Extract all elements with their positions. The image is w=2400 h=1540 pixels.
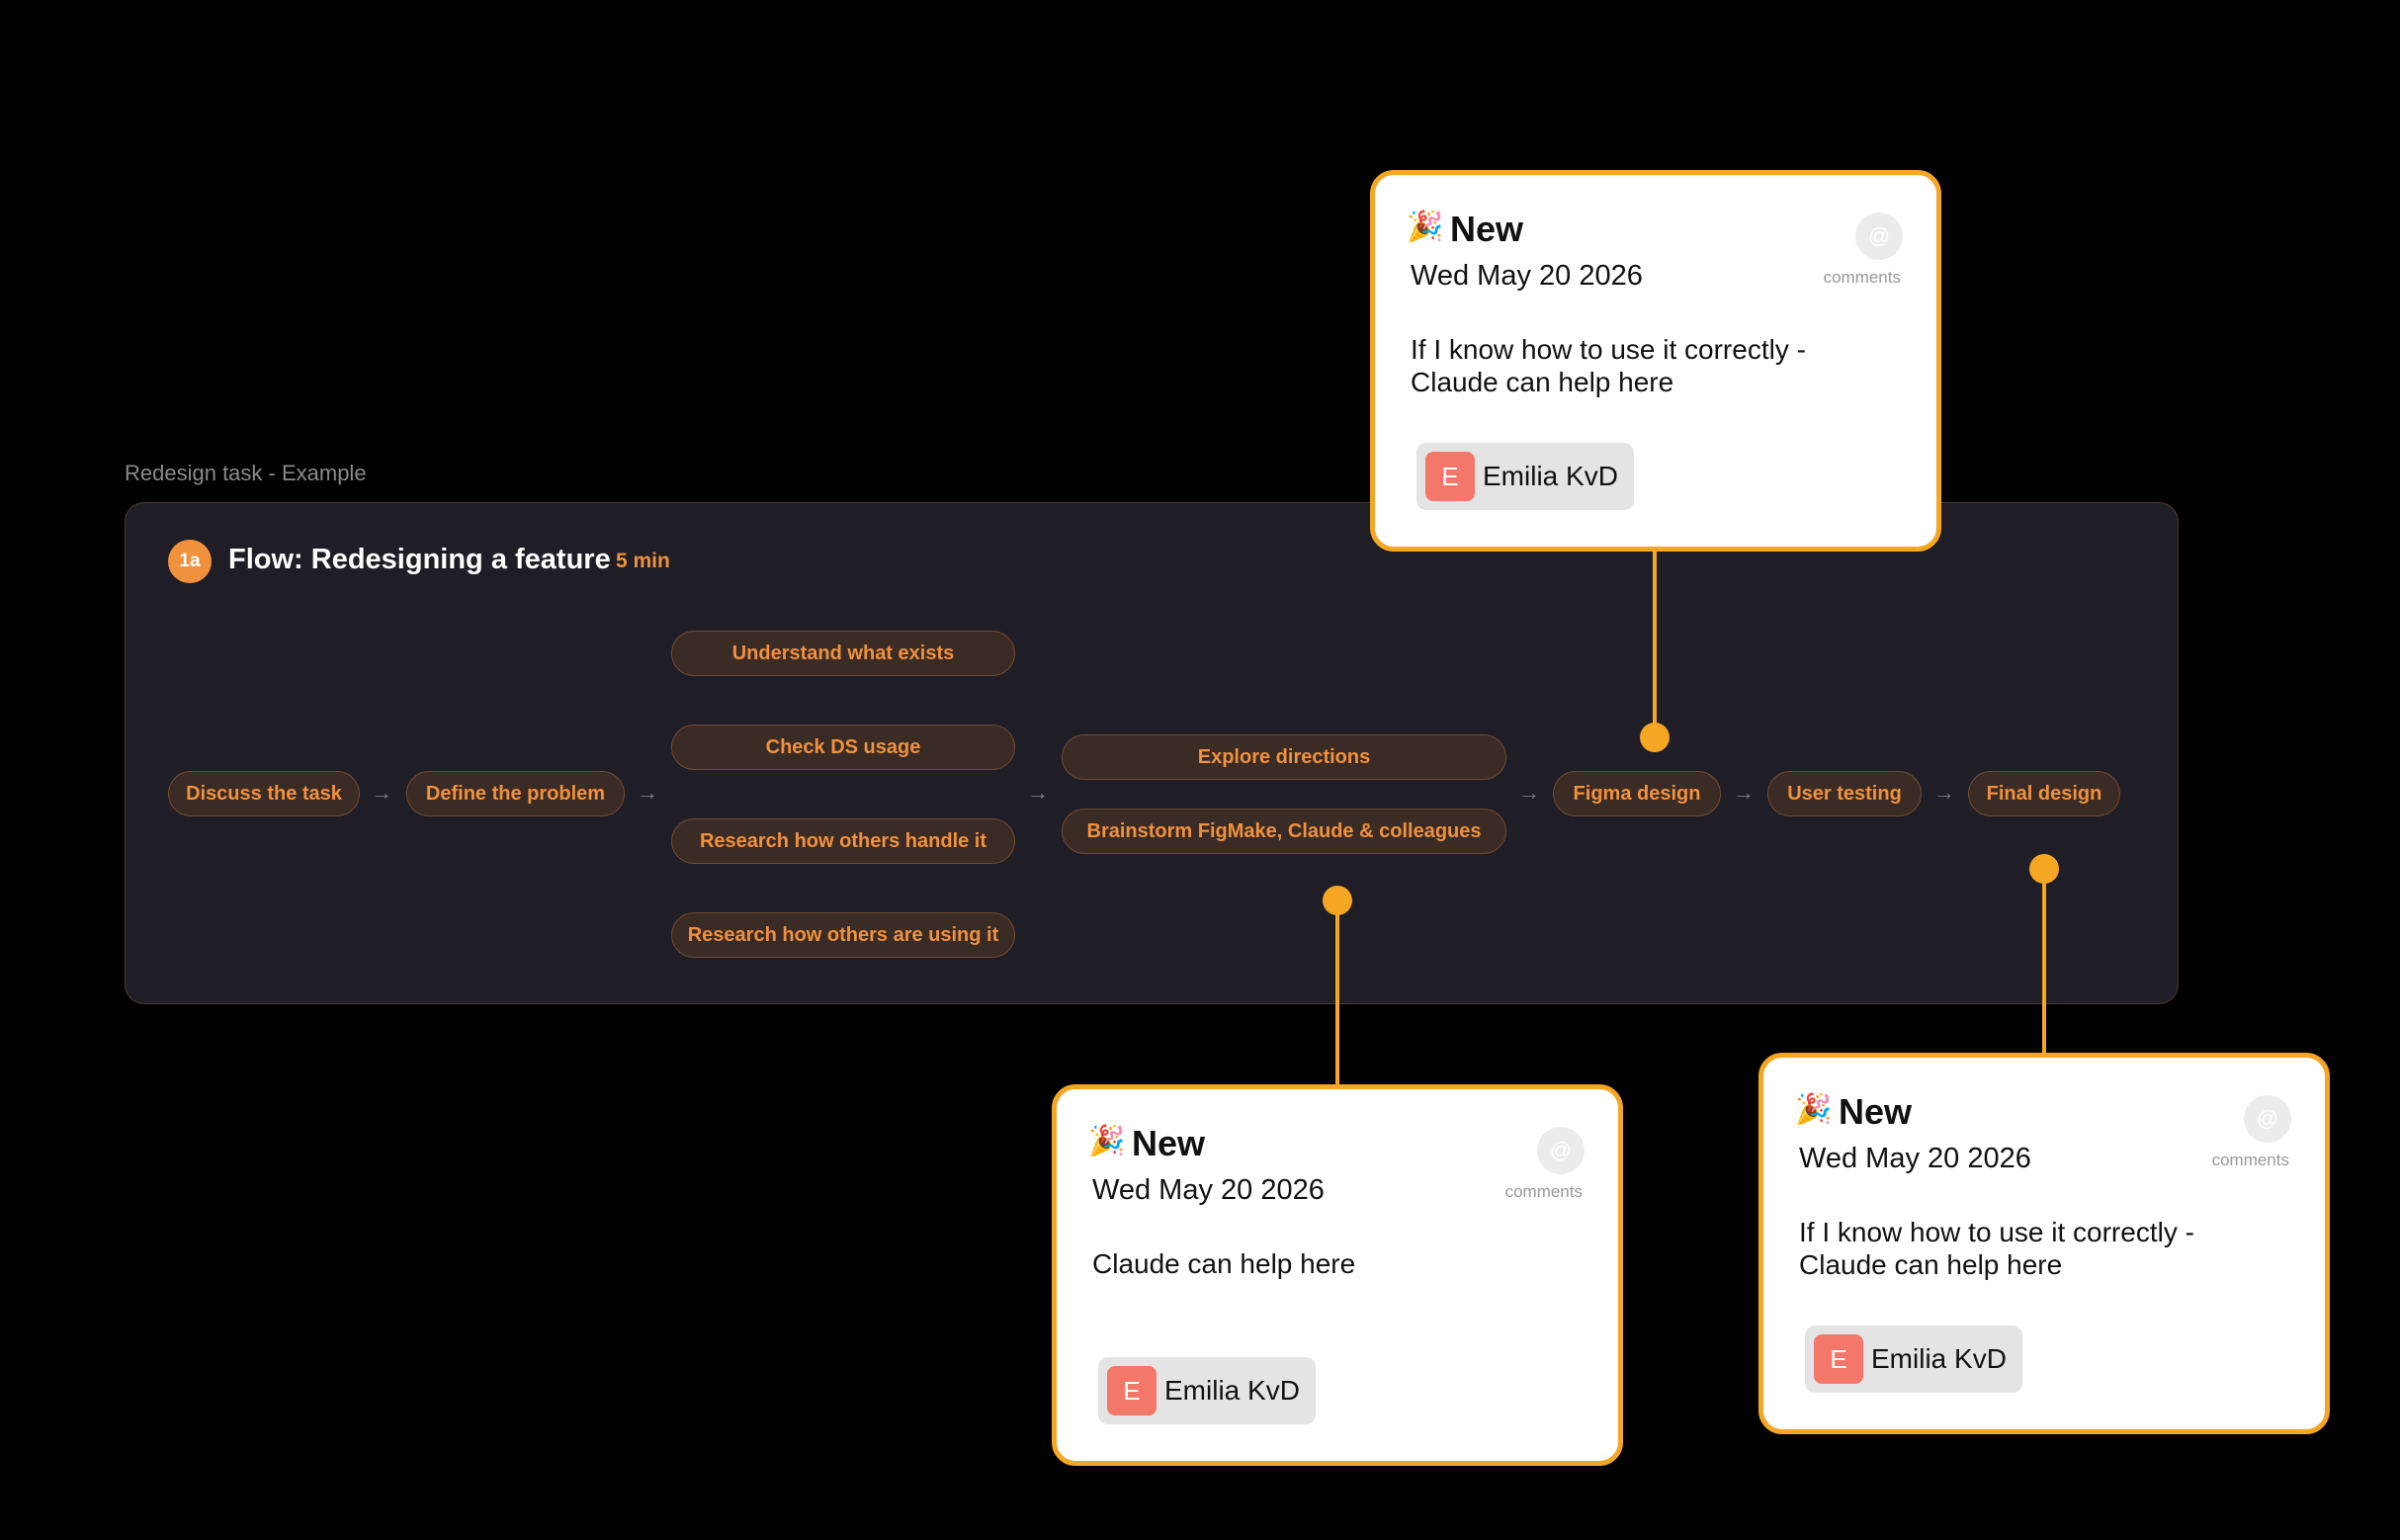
step-understand-exists[interactable]: Understand what exists <box>671 631 1015 676</box>
step-figma-design[interactable]: Figma design <box>1553 771 1721 816</box>
mention-icon[interactable]: @ <box>2244 1095 2291 1143</box>
step-check-ds[interactable]: Check DS usage <box>671 725 1015 770</box>
author-name: Emilia KvD <box>1164 1375 1300 1406</box>
comment-card[interactable]: 🎉 New Wed May 20 2026 @ comments If I kn… <box>1758 1053 2330 1434</box>
author-name: Emilia KvD <box>1871 1343 2007 1374</box>
arrow-icon: → <box>1518 780 1540 805</box>
author-chip[interactable]: E Emilia KvD <box>1098 1357 1316 1424</box>
comment-connector <box>1335 899 1339 1087</box>
step-badge: 1a <box>168 540 212 583</box>
mention-icon[interactable]: @ <box>1855 213 1903 260</box>
avatar: E <box>1425 452 1475 501</box>
party-popper-icon: 🎉 <box>1795 1093 1833 1126</box>
comment-title: New <box>1839 1091 1913 1132</box>
author-chip[interactable]: E Emilia KvD <box>1805 1326 2022 1393</box>
step-discuss-task[interactable]: Discuss the task <box>168 771 360 816</box>
author-chip[interactable]: E Emilia KvD <box>1416 443 1634 510</box>
arrow-icon: → <box>371 780 392 805</box>
comment-body: If I know how to use it correctly - Clau… <box>1799 1217 2194 1280</box>
comment-title: New <box>1132 1123 1206 1163</box>
comment-card[interactable]: 🎉 New Wed May 20 2026 @ comments If I kn… <box>1370 170 1941 552</box>
mention-label: comments <box>2211 1151 2289 1169</box>
comment-anchor-dot[interactable] <box>2029 854 2059 884</box>
comment-date: Wed May 20 2026 <box>1411 260 1643 292</box>
avatar: E <box>1107 1366 1157 1415</box>
flow-title: Flow: Redesigning a feature <box>228 544 611 575</box>
comment-anchor-dot[interactable] <box>1640 723 1670 752</box>
comment-body: Claude can help here <box>1092 1248 1356 1279</box>
comment-connector <box>1653 549 1657 736</box>
comment-date: Wed May 20 2026 <box>1799 1143 2031 1174</box>
step-explore-directions[interactable]: Explore directions <box>1062 734 1506 780</box>
step-research-handle[interactable]: Research how others handle it <box>671 818 1015 864</box>
comment-connector <box>2042 868 2046 1056</box>
arrow-icon: → <box>1027 780 1049 805</box>
comment-title: New <box>1450 209 1524 249</box>
step-brainstorm[interactable]: Brainstorm FigMake, Claude & colleagues <box>1062 809 1506 854</box>
arrow-icon: → <box>1733 780 1755 805</box>
comment-date: Wed May 20 2026 <box>1092 1174 1325 1206</box>
arrow-icon: → <box>637 780 658 805</box>
step-research-using[interactable]: Research how others are using it <box>671 912 1015 958</box>
comment-card[interactable]: 🎉 New Wed May 20 2026 @ comments Claude … <box>1052 1084 1623 1466</box>
mention-label: comments <box>1504 1182 1583 1201</box>
party-popper-icon: 🎉 <box>1407 211 1444 243</box>
flow-duration: 5 min <box>616 550 670 572</box>
party-popper-icon: 🎉 <box>1088 1125 1126 1157</box>
avatar: E <box>1814 1334 1863 1384</box>
step-user-testing[interactable]: User testing <box>1767 771 1922 816</box>
author-name: Emilia KvD <box>1483 461 1618 491</box>
arrow-icon: → <box>1933 780 1955 805</box>
step-final-design[interactable]: Final design <box>1968 771 2120 816</box>
comment-body: If I know how to use it correctly - Clau… <box>1411 334 1806 397</box>
mention-icon[interactable]: @ <box>1537 1127 1585 1174</box>
mention-label: comments <box>1823 268 1901 287</box>
frame-label: Redesign task - Example <box>125 461 367 485</box>
comment-anchor-dot[interactable] <box>1323 886 1352 915</box>
step-define-problem[interactable]: Define the problem <box>406 771 625 816</box>
